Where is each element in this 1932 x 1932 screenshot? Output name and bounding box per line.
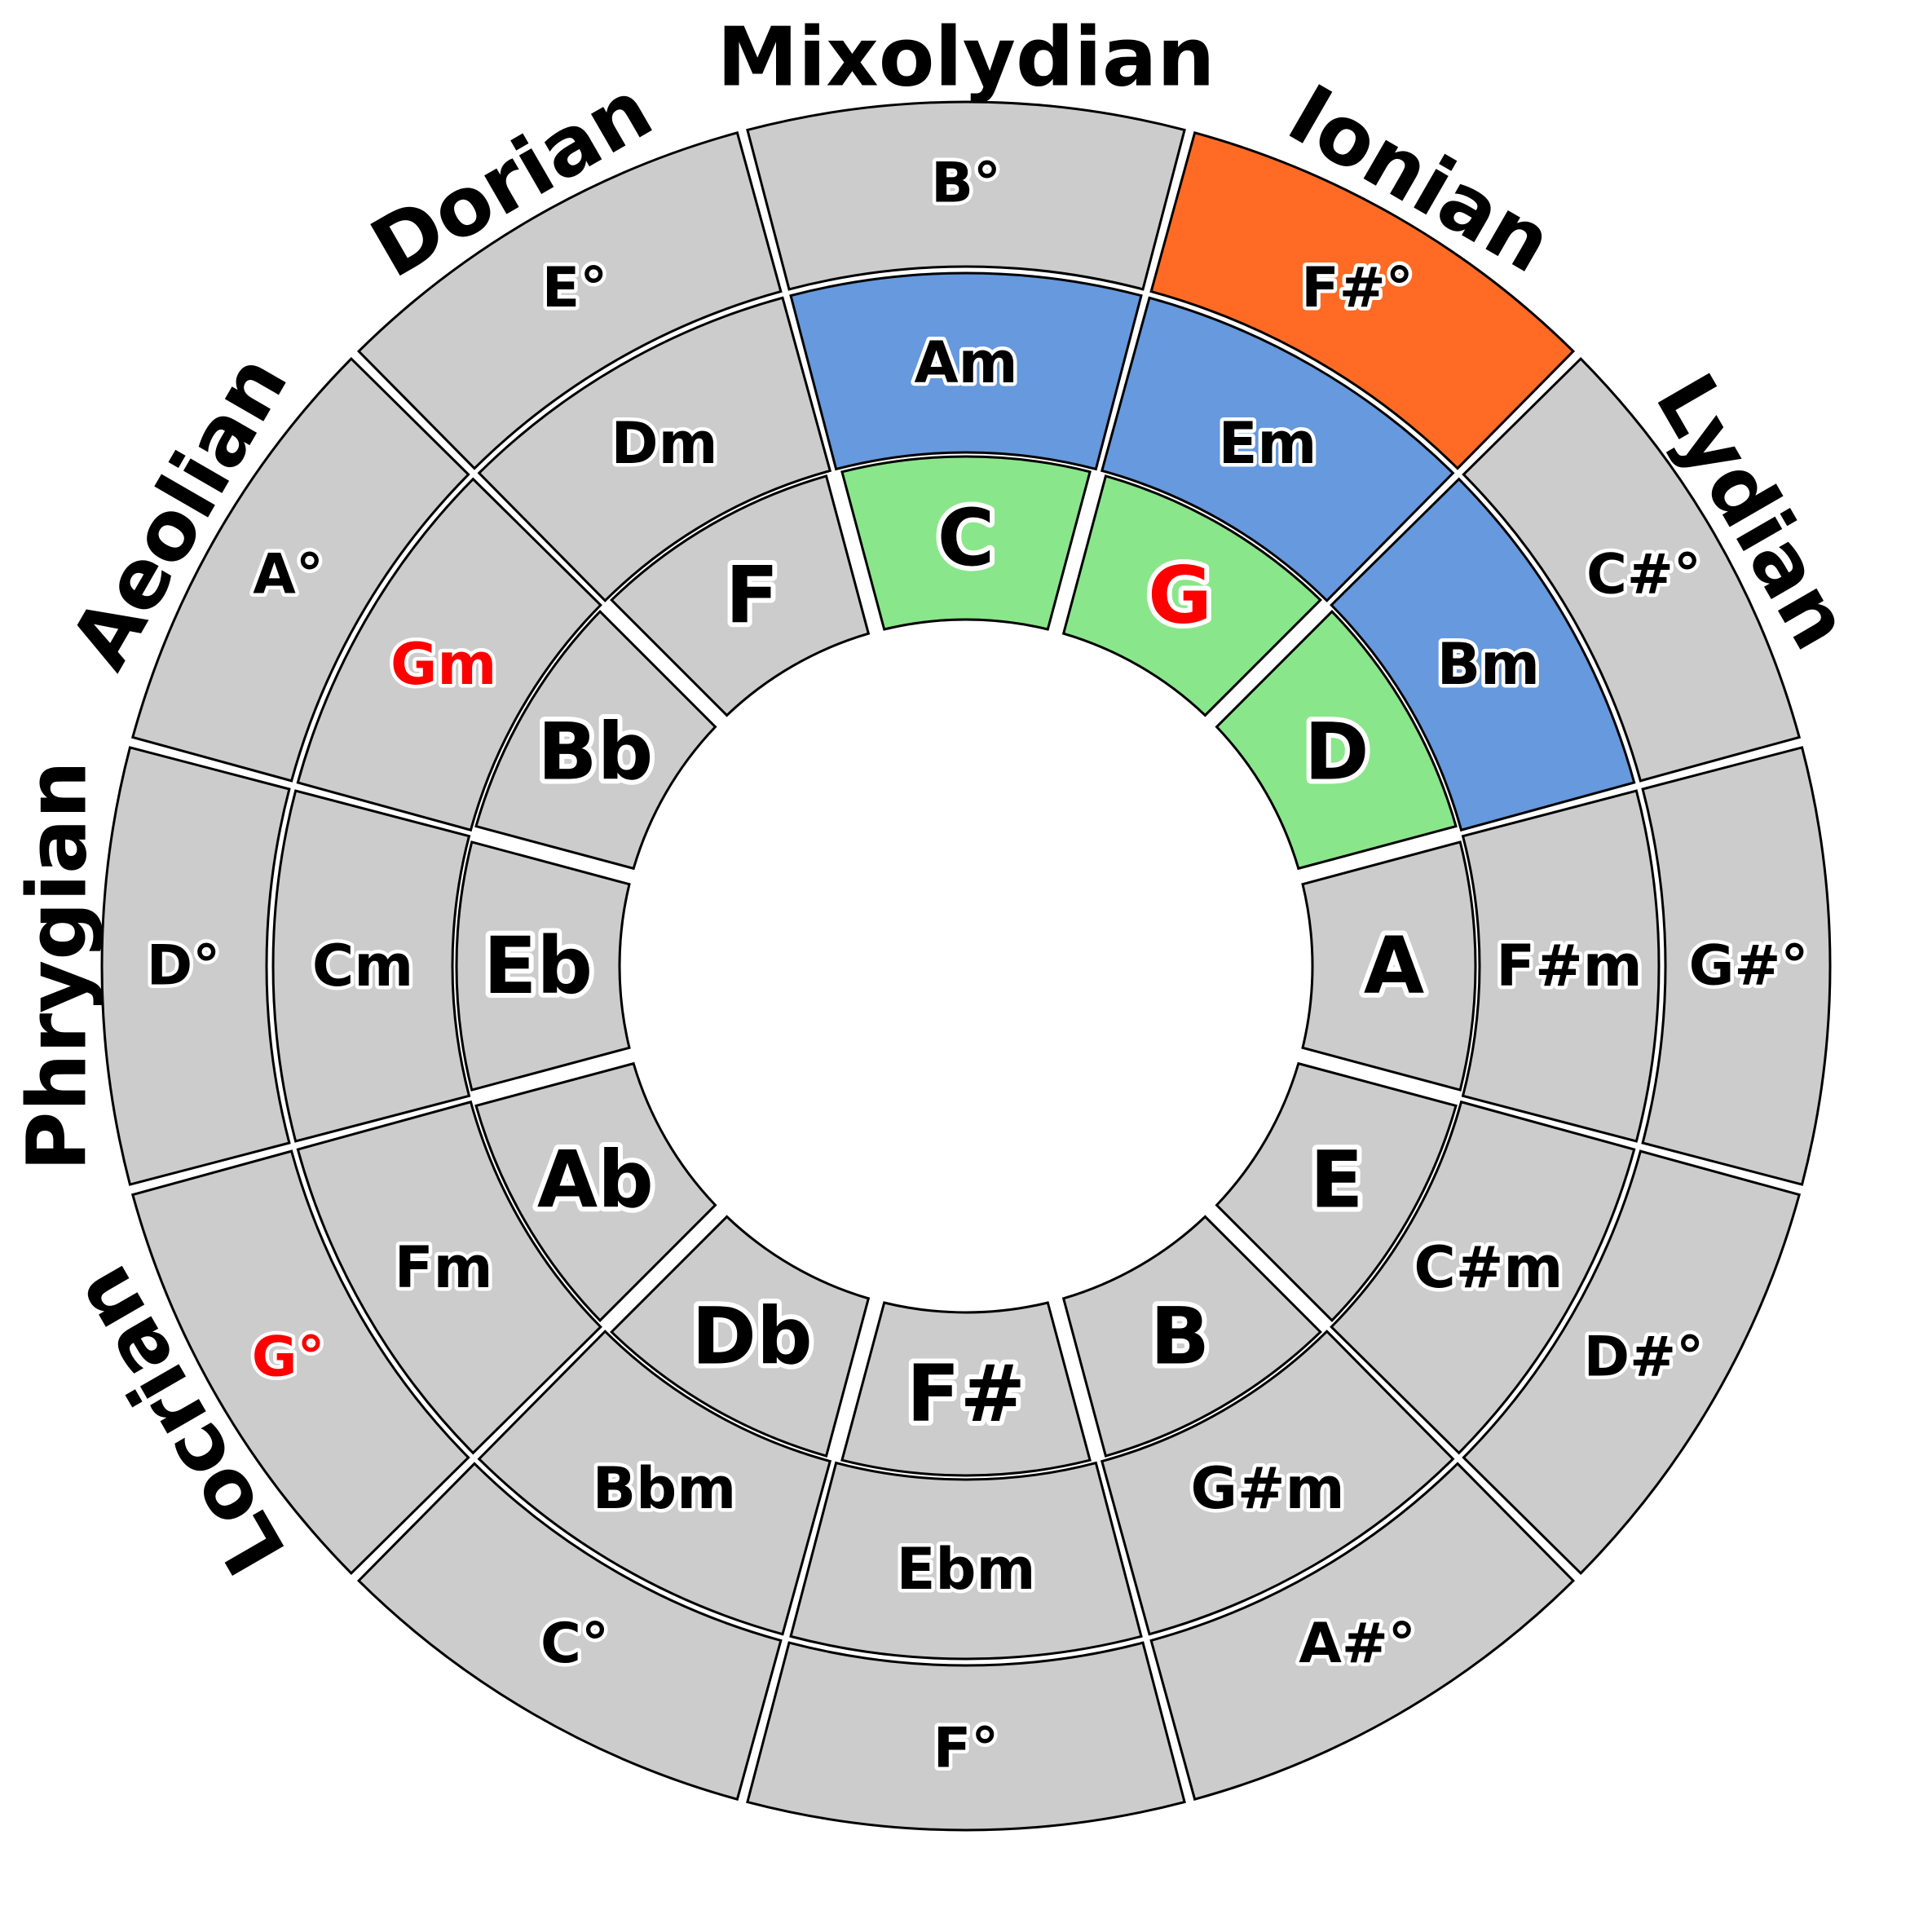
diminished-segment-a-sharp-dim: [1149, 1462, 1576, 1802]
minor-chord-am: Am: [914, 329, 1017, 396]
minor-chord-bbm: Bbm: [593, 1455, 736, 1522]
major-segment-g: [1061, 474, 1322, 717]
diminished-segment-d-sharp-dim: [1462, 1149, 1802, 1576]
diminished-segment-g-dim: [130, 1149, 470, 1576]
wheel-segments: [100, 100, 1832, 1832]
major-chord-b: B: [1150, 1291, 1210, 1383]
diminished-segment-a-dim: [130, 356, 470, 783]
minor-chord-f-sharpm: F#m: [1496, 933, 1642, 999]
minor-chord-fm: Fm: [395, 1234, 493, 1301]
major-segment-ab: [474, 1061, 717, 1322]
major-chord-f: F: [726, 549, 779, 641]
diminished-segment-c-dim: [356, 1462, 783, 1802]
minor-chord-em: Em: [1219, 410, 1317, 477]
diminished-segment-f-sharp-dim: [1149, 130, 1576, 470]
mode-label-mixolydian: Mixolydian: [717, 10, 1215, 105]
diminished-chord-g-dim: G°: [252, 1325, 325, 1390]
major-segment-f: [610, 474, 871, 717]
diminished-chord-c-sharp-dim: C#°: [1586, 543, 1701, 607]
minor-chord-g-sharpm: G#m: [1190, 1455, 1344, 1522]
diminished-chord-c-dim: C°: [540, 1612, 609, 1676]
minor-segment-f-sharpm: [1461, 789, 1661, 1143]
major-chord-e: E: [1310, 1135, 1364, 1226]
major-segment-f-sharp: [840, 1301, 1092, 1477]
major-chord-bb: Bb: [537, 707, 653, 798]
major-segment-eb: [455, 840, 631, 1092]
minor-chord-dm: Dm: [611, 410, 717, 477]
diminished-chord-f-dim: F°: [933, 1717, 999, 1781]
minor-chord-gm: Gm: [390, 631, 496, 698]
minor-segment-gm: [296, 477, 602, 832]
minor-segment-dm: [477, 296, 832, 602]
minor-segment-em: [1100, 296, 1455, 602]
diminished-chord-d-sharp-dim: D#°: [1584, 1325, 1704, 1390]
major-chord-d: D: [1304, 707, 1370, 798]
major-segment-d: [1215, 610, 1458, 871]
major-segment-db: [610, 1215, 871, 1458]
minor-segment-bbm: [477, 1330, 832, 1636]
major-chord-eb: Eb: [483, 920, 593, 1012]
diminished-segment-e-dim: [356, 130, 783, 470]
major-chord-g: G: [1148, 549, 1212, 641]
minor-segment-cm: [271, 789, 471, 1143]
minor-chord-cm: Cm: [312, 933, 413, 999]
mode-label-phrygian: Phrygian: [10, 761, 105, 1171]
diminished-chord-f-sharp-dim: F#°: [1301, 256, 1413, 320]
diminished-segment-c-sharp-dim: [1462, 356, 1802, 783]
major-segment-bb: [474, 610, 717, 871]
diminished-segment-g-sharp-dim: [1641, 746, 1832, 1186]
major-segment-a: [1301, 840, 1477, 1092]
diminished-segment-b-dim: [746, 100, 1186, 291]
minor-chord-bm: Bm: [1437, 631, 1540, 698]
major-segment-c: [840, 455, 1092, 631]
minor-chord-ebm: Ebm: [897, 1536, 1036, 1603]
major-chord-a: A: [1364, 920, 1424, 1012]
diminished-segment-d-dim: [100, 746, 291, 1186]
minor-segment-ebm: [789, 1461, 1143, 1661]
minor-segment-bm: [1330, 477, 1636, 832]
diminished-chord-g-sharp-dim: G#°: [1689, 934, 1809, 999]
minor-segment-g-sharpm: [1100, 1330, 1455, 1636]
major-chord-db: Db: [691, 1291, 812, 1383]
diminished-segment-f-dim: [746, 1641, 1186, 1832]
major-chord-ab: Ab: [537, 1135, 654, 1226]
major-chord-f-sharp: F#: [906, 1348, 1026, 1440]
minor-segment-c-sharpm: [1330, 1100, 1636, 1455]
diminished-chord-a-dim: A°: [253, 543, 324, 607]
major-segment-e: [1215, 1061, 1458, 1322]
major-chord-c: C: [937, 492, 995, 584]
minor-segment-fm: [296, 1100, 602, 1455]
diminished-chord-a-sharp-dim: A#°: [1299, 1612, 1416, 1676]
minor-segment-am: [789, 271, 1143, 471]
diminished-chord-d-dim: D°: [147, 934, 220, 999]
minor-chord-c-sharpm: C#m: [1414, 1234, 1563, 1301]
major-segment-b: [1061, 1215, 1322, 1458]
diminished-chord-b-dim: B°: [931, 152, 1001, 216]
diminished-chord-e-dim: E°: [542, 256, 607, 320]
